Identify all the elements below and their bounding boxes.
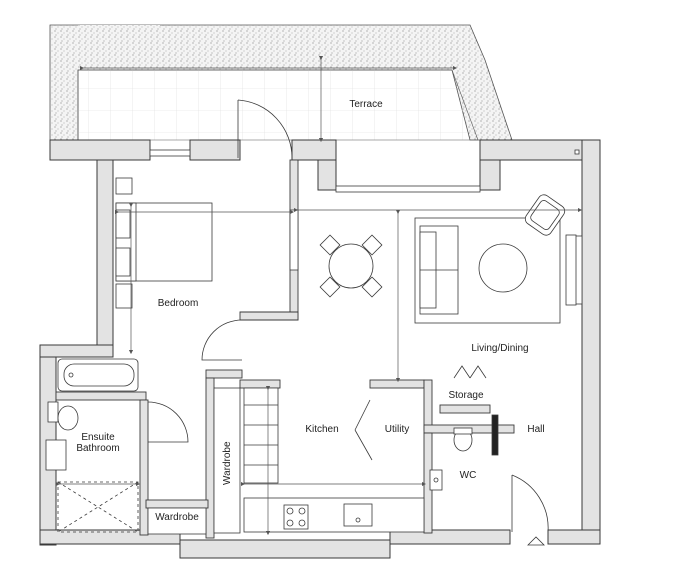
room-label-hall: Hall [527, 424, 545, 435]
room-label-living-dining: Living/Dining [471, 343, 529, 354]
room-label-storage: Storage [448, 390, 484, 401]
room-label-bathroom: Bathroom [76, 443, 120, 454]
room-label-terrace: Terrace [349, 99, 383, 110]
dimension-lines [55, 55, 583, 536]
room-label-wc: WC [459, 470, 477, 481]
living-furniture [414, 194, 577, 324]
exterior-walls [39, 139, 601, 559]
entrance-marker [527, 536, 545, 546]
dining-table [319, 234, 383, 298]
bed [115, 177, 213, 309]
room-label-wardrobe-horizontal: Wardrobe [155, 512, 199, 523]
kitchen-units [243, 387, 425, 533]
room-label-kitchen: Kitchen [305, 424, 339, 435]
room-label-bedroom: Bedroom [157, 298, 199, 309]
terrace-deck [77, 69, 479, 141]
room-label-wardrobe-vertical: Wardrobe [222, 441, 233, 485]
wc-fixtures [429, 414, 499, 491]
doors [147, 99, 549, 533]
room-label-ensuite: Ensuite [81, 432, 115, 443]
windows [149, 149, 583, 305]
bath [57, 358, 139, 392]
room-label-utility: Utility [384, 424, 410, 435]
wardrobes [147, 387, 241, 535]
ensuite-fixtures [45, 401, 139, 533]
